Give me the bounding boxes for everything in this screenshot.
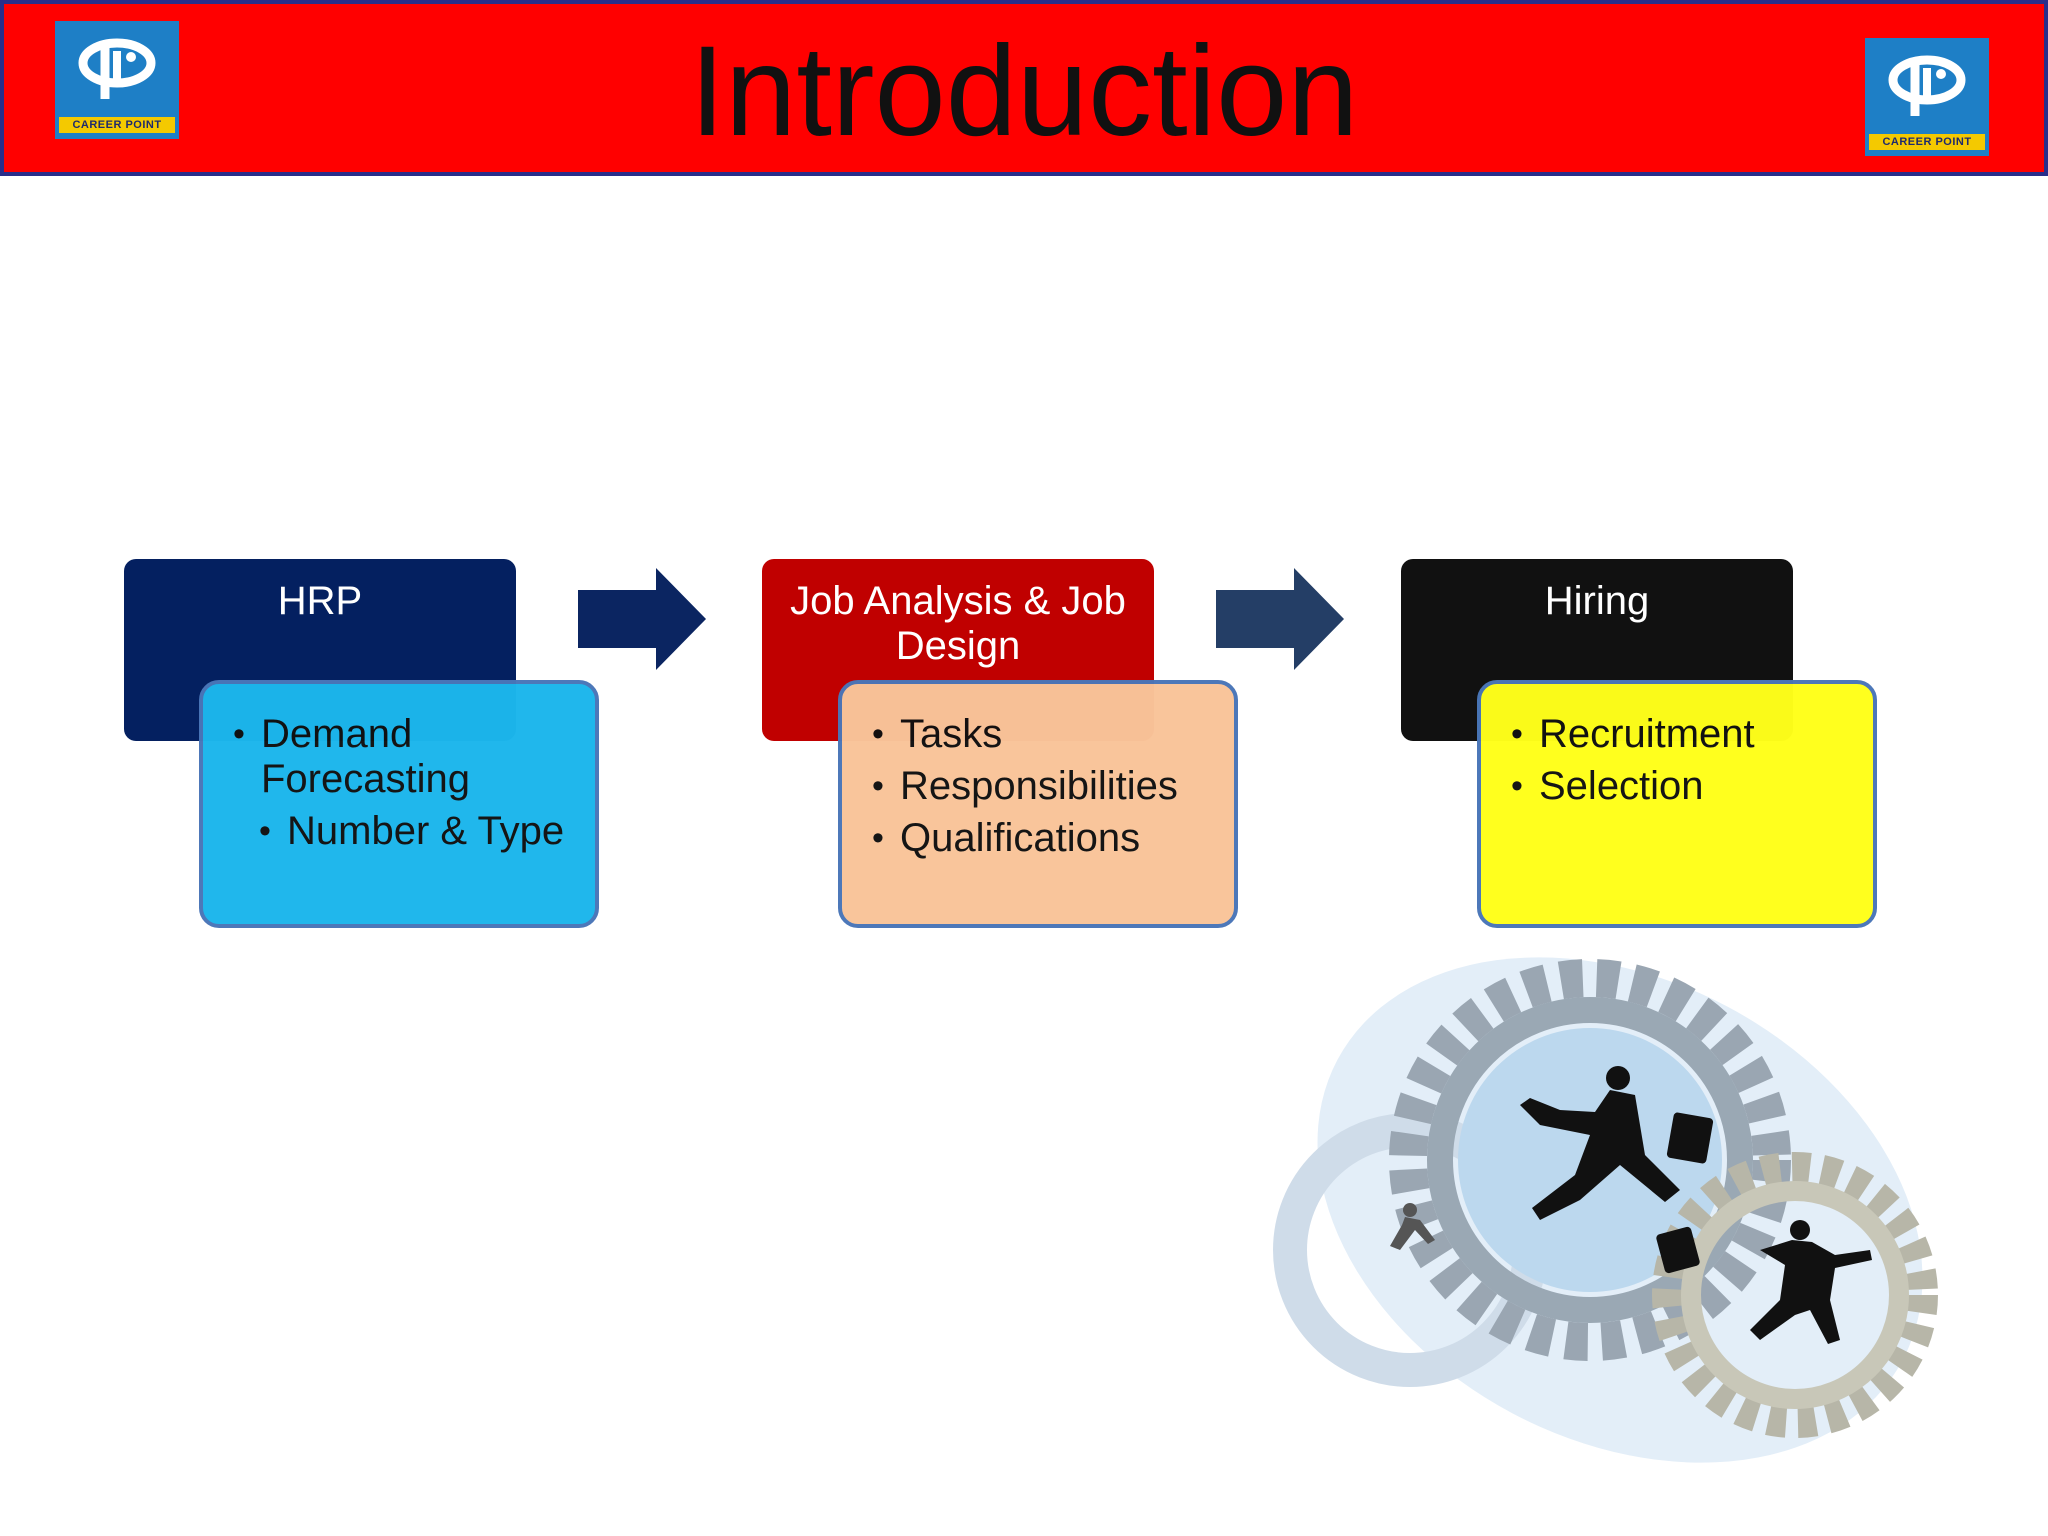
- logo-strip: CAREER POINT: [59, 117, 175, 133]
- bullet-number-type: Number & Type: [257, 809, 571, 854]
- step-hrp-title: HRP: [277, 579, 363, 623]
- step-hrp-details: Demand Forecasting Number & Type: [199, 680, 599, 928]
- career-point-logo: CAREER POINT: [1865, 38, 1989, 156]
- business-gears-clipart: [1273, 957, 1938, 1463]
- bullet-tasks: Tasks: [870, 712, 1210, 757]
- arrow-right-icon: [1216, 568, 1344, 670]
- step-hiring-title: Hiring: [1544, 579, 1650, 623]
- arrow-right-icon: [578, 568, 706, 670]
- cp-logo-icon: [1888, 55, 1966, 116]
- bullet-demand-forecasting: Demand Forecasting: [231, 712, 571, 802]
- cp-logo-icon: [78, 38, 156, 99]
- slide-header: CAREER POINT Introduction CAREER POINT: [0, 0, 2048, 176]
- bullet-selection: Selection: [1509, 764, 1849, 809]
- bullet-recruitment: Recruitment: [1509, 712, 1849, 757]
- slide-title: Introduction: [689, 20, 1359, 163]
- step-job-analysis-title: Job Analysis & Job Design: [790, 579, 1126, 668]
- bullet-qualifications: Qualifications: [870, 816, 1210, 861]
- bullet-responsibilities: Responsibilities: [870, 764, 1210, 809]
- step-hiring-details: Recruitment Selection: [1477, 680, 1877, 928]
- logo-strip: CAREER POINT: [1869, 134, 1985, 150]
- step-job-analysis-details: Tasks Responsibilities Qualifications: [838, 680, 1238, 928]
- career-point-logo: CAREER POINT: [55, 21, 179, 139]
